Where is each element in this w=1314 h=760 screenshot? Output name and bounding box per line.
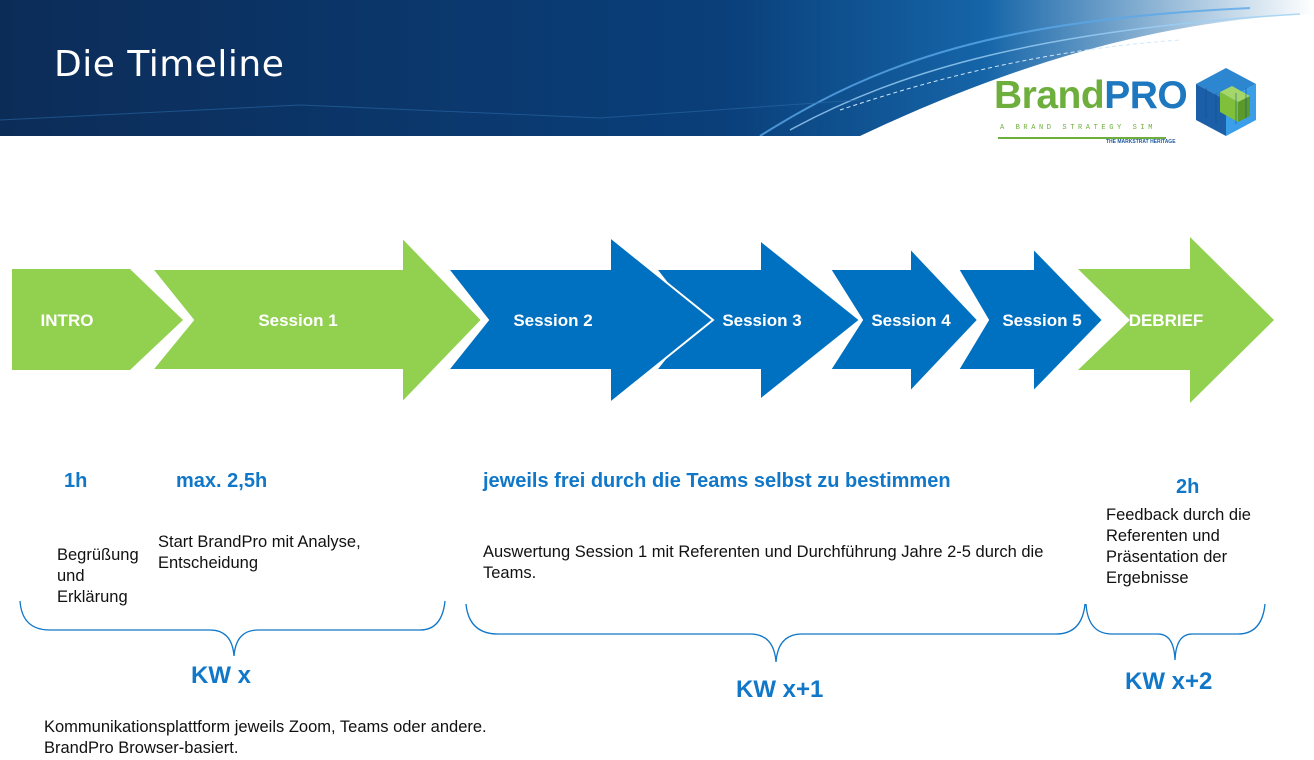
week-label-kw-x2: KW x+2 [1125,668,1213,695]
header-banner [0,0,1314,136]
stage-label-session-4: Session 4 [871,311,951,330]
brace-kw-x2 [1085,603,1266,661]
description-session-1: Start BrandPro mit Analyse, Entscheidung [158,533,361,572]
footer-note-platform: Kommunikationsplattform jeweils Zoom, Te… [44,718,487,736]
arrow-session-2 [445,234,715,406]
cube-icon [1196,68,1256,136]
arrow-session-4 [828,245,980,395]
logo-wordmark: BrandPRO [994,74,1188,117]
timeline-arrows [12,234,1274,406]
duration-session-1: max. 2,5h [176,470,268,492]
week-label-kw-x1: KW x+1 [736,676,824,703]
stage-label-session-1: Session 1 [258,311,338,330]
description-debrief: Feedback durch die Referenten und Präsen… [1106,506,1251,587]
page-title: Die Timeline [54,44,285,85]
duration-sessions: jeweils frei durch die Teams selbst zu b… [483,470,951,492]
arrow-session-5 [956,245,1105,395]
brace-kw-x [19,600,446,657]
brace-kw-x1 [465,603,1086,663]
duration-debrief: 2h [1176,476,1200,498]
footer-note-browser: BrandPro Browser-basiert. [44,739,239,757]
stage-label-session-2: Session 2 [513,311,593,330]
stage-label-session-3: Session 3 [722,311,802,330]
logo-tagline: A BRAND STRATEGY SIM [1000,124,1157,132]
stage-label-session-5: Session 5 [1002,311,1082,330]
stage-label-debrief: DEBRIEF [1128,311,1204,330]
duration-intro: 1h [64,470,88,492]
description-sessions: Auswertung Session 1 mit Referenten und … [483,543,1044,582]
logo-divider [998,137,1166,139]
arrow-intro [12,269,183,370]
arrow-session-1 [149,234,484,406]
stage-label-intro: INTRO [40,311,94,330]
description-intro: Begrüßung und Erklärung [57,546,139,606]
week-label-kw-x: KW x [191,662,251,689]
logo-subline: THE MARKSTRAT HERITAGE [1106,139,1176,145]
brandpro-logo: BrandPRO A BRAND STRATEGY SIM THE MARKST… [988,66,1270,150]
arrow-debrief [1078,237,1274,403]
